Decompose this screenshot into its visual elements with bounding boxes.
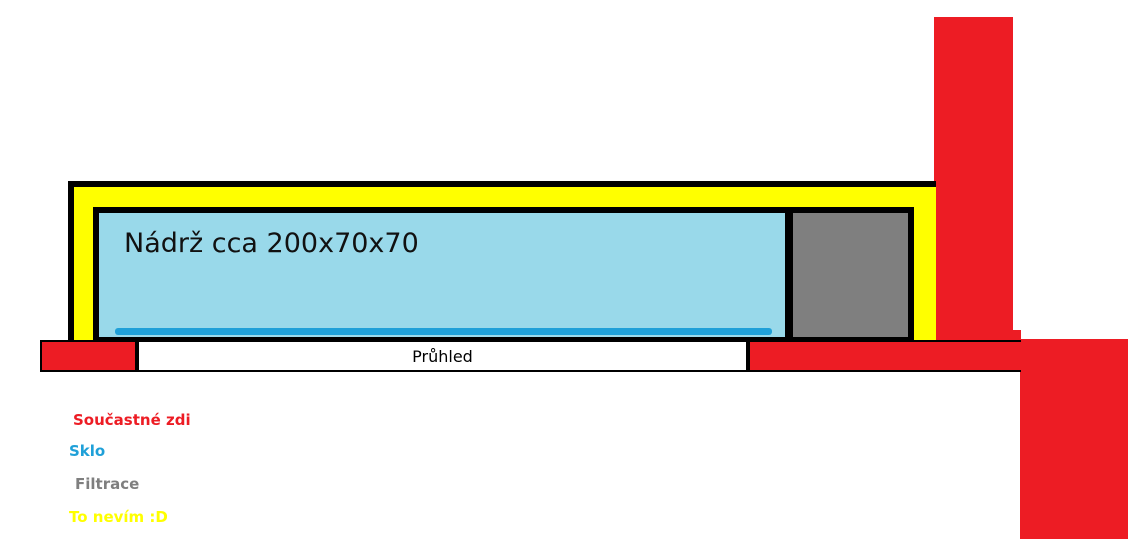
wall-corner-block (1020, 339, 1128, 539)
tank-water (99, 213, 785, 337)
legend-glass: Sklo (69, 442, 106, 460)
tank-label: Nádrž cca 200x70x70 (124, 228, 419, 259)
wall-vertical (934, 17, 1013, 343)
viewing-opening (135, 340, 750, 372)
legend-unknown: To nevím :D (69, 508, 168, 526)
legend-walls: Součastné zdi (73, 411, 191, 429)
opening-label: Průhled (412, 346, 473, 366)
glass-pane (115, 328, 772, 335)
legend-filter: Filtrace (75, 475, 140, 493)
wall-vertical-base (934, 330, 1021, 343)
wall-right-segment (747, 340, 1021, 372)
wall-left-segment (40, 340, 137, 372)
filter-compartment (787, 213, 908, 337)
